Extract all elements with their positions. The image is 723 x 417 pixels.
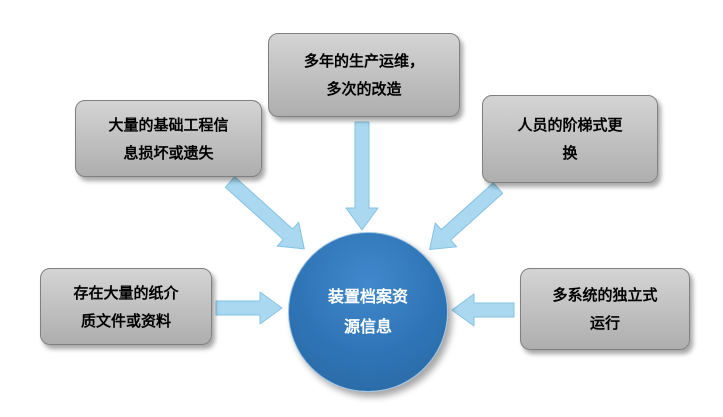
factor-box-label: 多年的生产运维， 多次的改造 <box>303 52 424 98</box>
center-circle-label: 装置档案资 源信息 <box>327 287 408 336</box>
factor-box-damaged-info: 大量的基础工程信 息损坏或遗失 <box>75 100 262 177</box>
center-circle: 装置档案资 源信息 <box>288 232 448 392</box>
arrow-from-upper-right-box <box>429 182 504 251</box>
arrow-from-upper-left-box <box>224 176 305 250</box>
factor-box-label: 大量的基础工程信 息损坏或遗失 <box>108 115 229 162</box>
factor-box-production-maintenance: 多年的生产运维， 多次的改造 <box>268 33 460 117</box>
factor-box-paper-documents: 存在大量的纸介 质文件或资料 <box>40 268 212 345</box>
arrow-from-right-box <box>451 293 515 327</box>
factor-box-label: 人员的阶梯式更 换 <box>517 116 623 162</box>
factor-box-independent-systems: 多系统的独立式 运行 <box>520 268 690 350</box>
arrow-from-top-box <box>345 121 379 231</box>
factor-box-personnel-turnover: 人员的阶梯式更 换 <box>482 95 658 183</box>
factor-box-label: 存在大量的纸介 质文件或资料 <box>73 283 179 330</box>
factor-box-label: 多系统的独立式 运行 <box>552 286 658 332</box>
arrow-from-left-box <box>215 291 283 325</box>
